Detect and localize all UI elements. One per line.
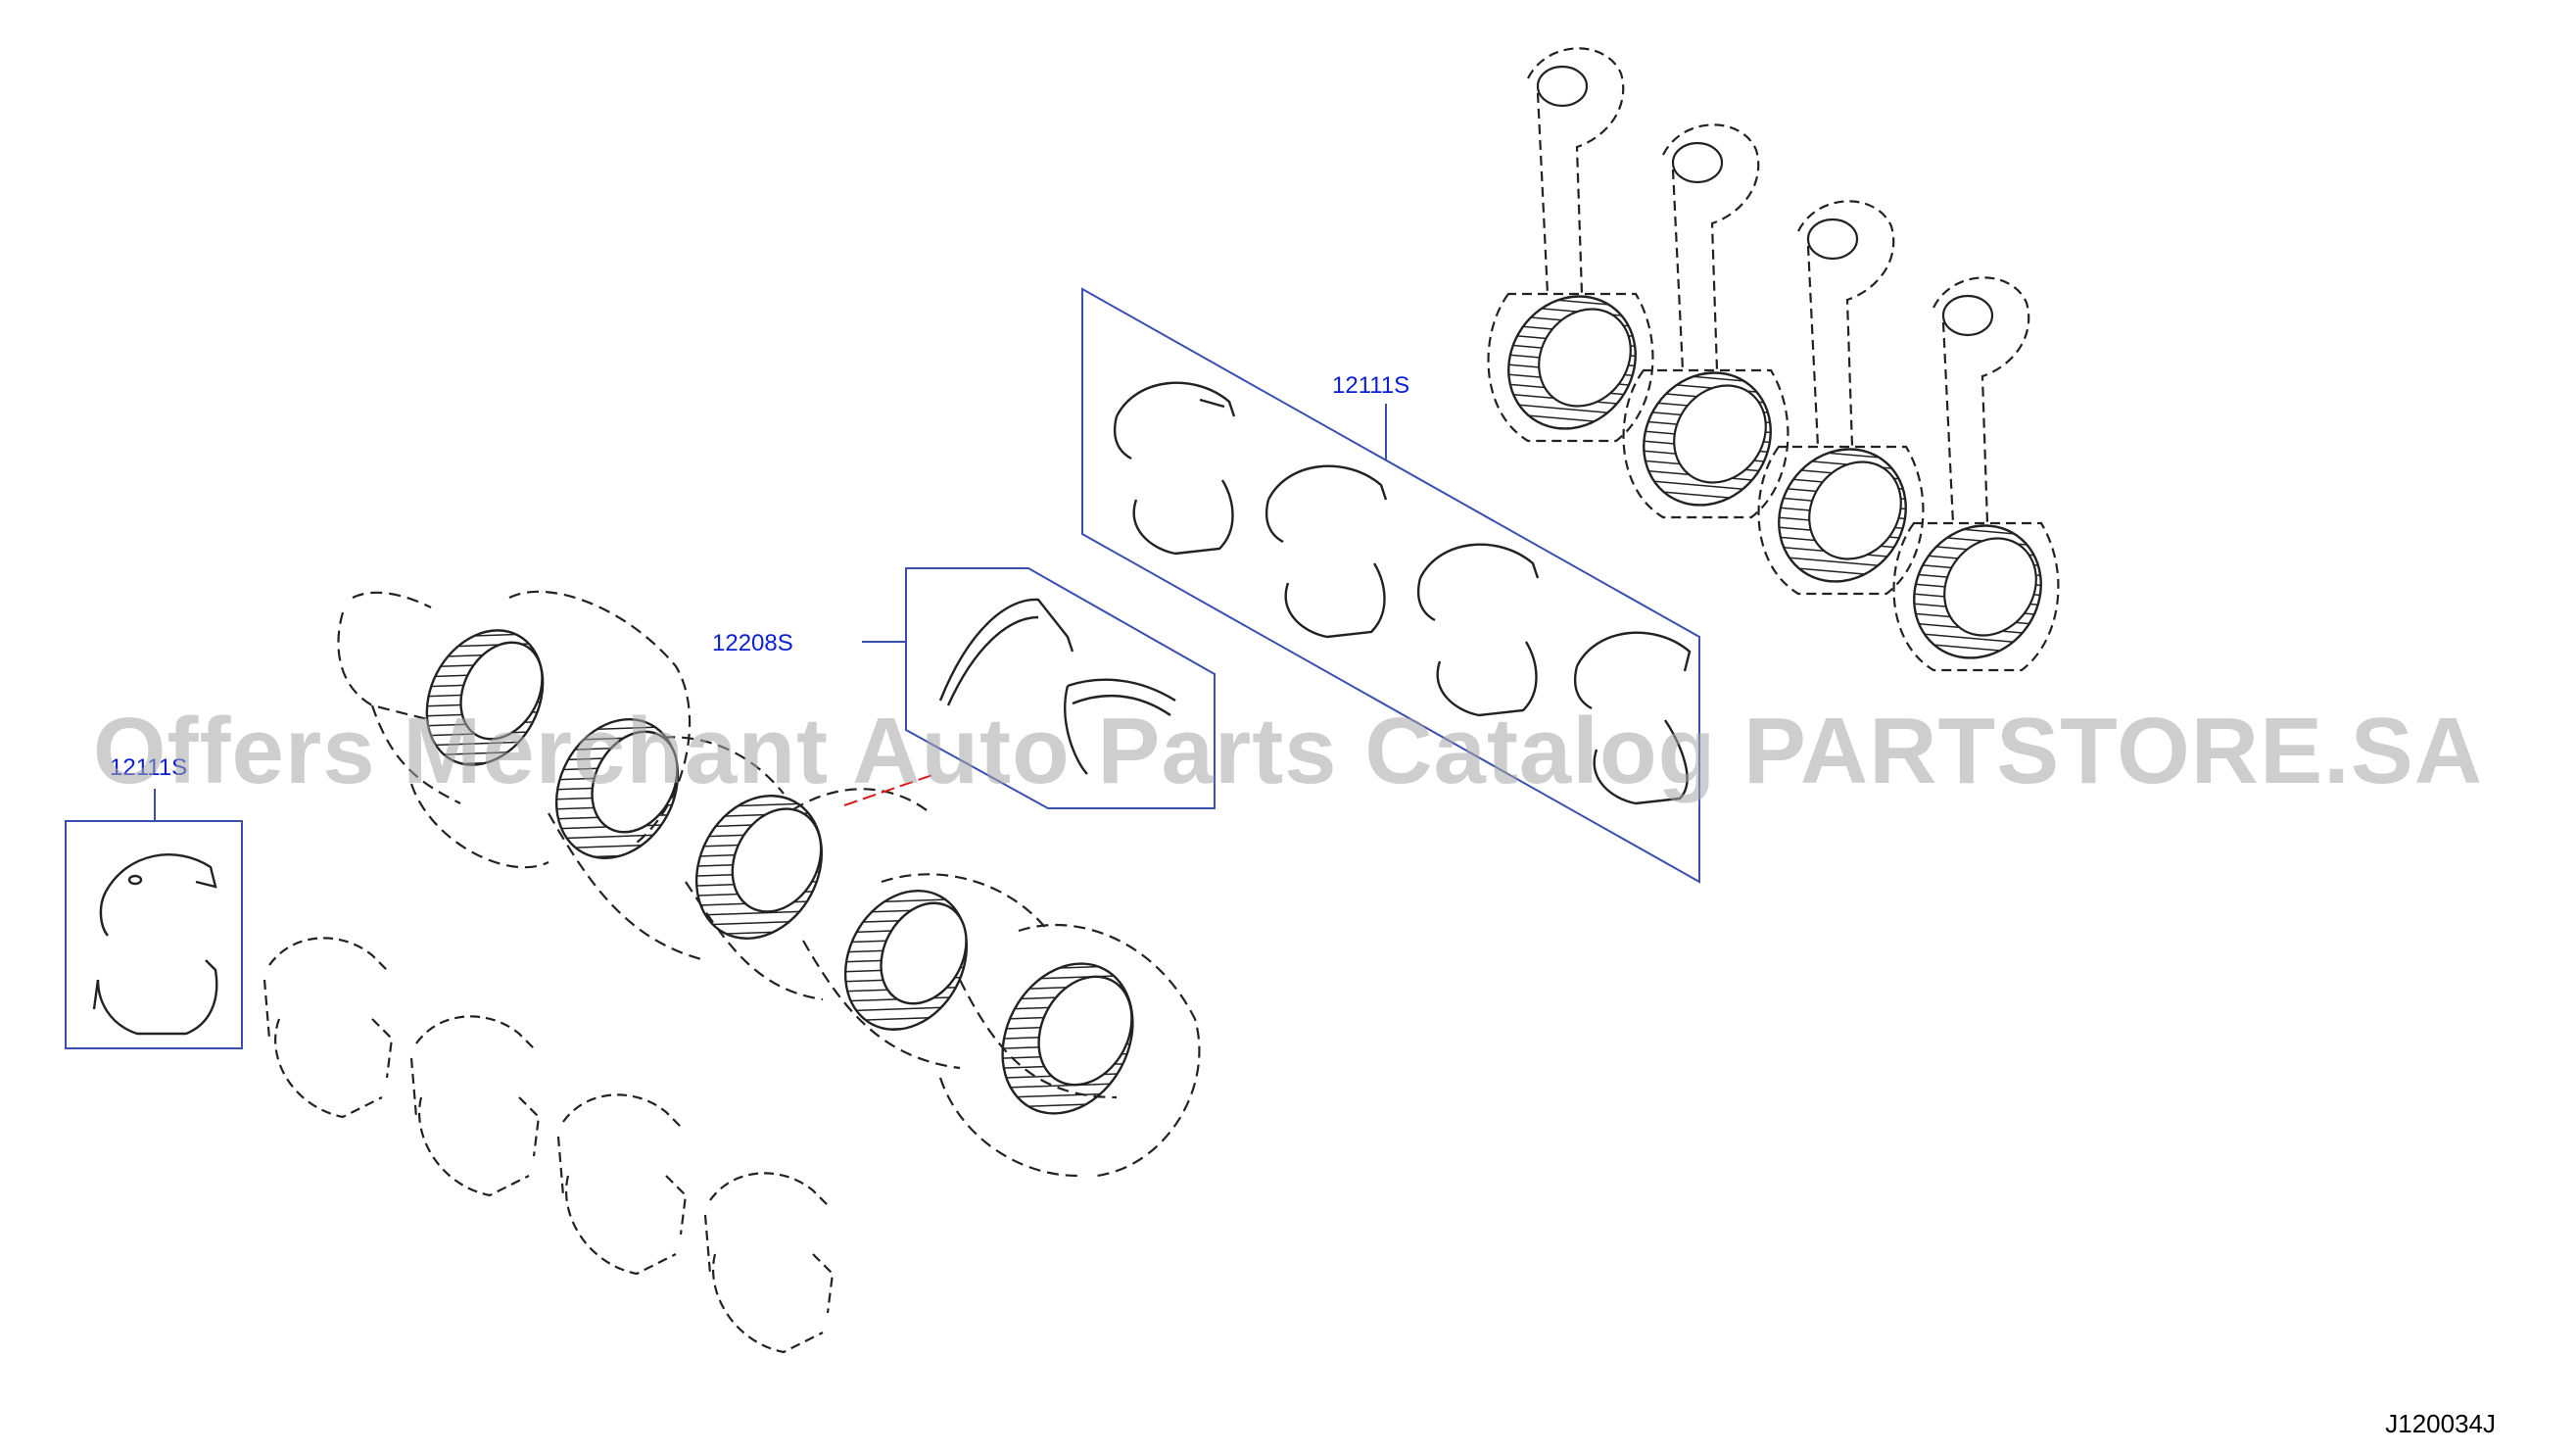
callout-thrust-washer[interactable]: 12208S (712, 630, 793, 656)
journal-5 (1001, 962, 1134, 1115)
lower-bearing-1 (262, 937, 394, 1119)
connecting-rod-2 (1622, 123, 1789, 519)
red-leader-line (843, 773, 936, 806)
lower-bearing-2 (409, 1015, 541, 1197)
connecting-rods (1487, 47, 2060, 672)
main-bearing-group (65, 789, 243, 1049)
callout-main-bearing[interactable]: 12111S (110, 754, 188, 781)
diagram-id: J120034J (2385, 1409, 2496, 1438)
rod-shell-1 (1113, 381, 1236, 556)
main-bearing-shell (92, 853, 218, 1036)
rod-bearing-group (1081, 287, 1700, 884)
rod-shell-2 (1264, 464, 1388, 639)
callout-rod-bearing[interactable]: 12111S (1332, 372, 1410, 399)
thrust-washer-box (905, 567, 1216, 809)
journal-1 (425, 629, 545, 766)
connecting-rod-4 (1892, 276, 2060, 672)
thrust-washer (938, 598, 1176, 775)
connecting-rod-3 (1757, 200, 1925, 596)
rod-shell-4 (1573, 631, 1692, 805)
connecting-rod-1 (1487, 47, 1654, 443)
rod-shell-3 (1416, 543, 1540, 717)
lower-bearing-4 (703, 1172, 835, 1354)
rod-bearing-shells (1113, 381, 1692, 805)
journal-4 (843, 890, 969, 1031)
journal-2 (554, 718, 680, 859)
main-bearing-box (65, 820, 243, 1049)
rod-bearing-box (1081, 287, 1700, 884)
crank-journals (425, 629, 1134, 1115)
lower-main-bearings (262, 937, 835, 1354)
thrust-washer-group (862, 567, 1216, 809)
lower-bearing-3 (556, 1093, 688, 1276)
journal-3 (694, 795, 824, 940)
